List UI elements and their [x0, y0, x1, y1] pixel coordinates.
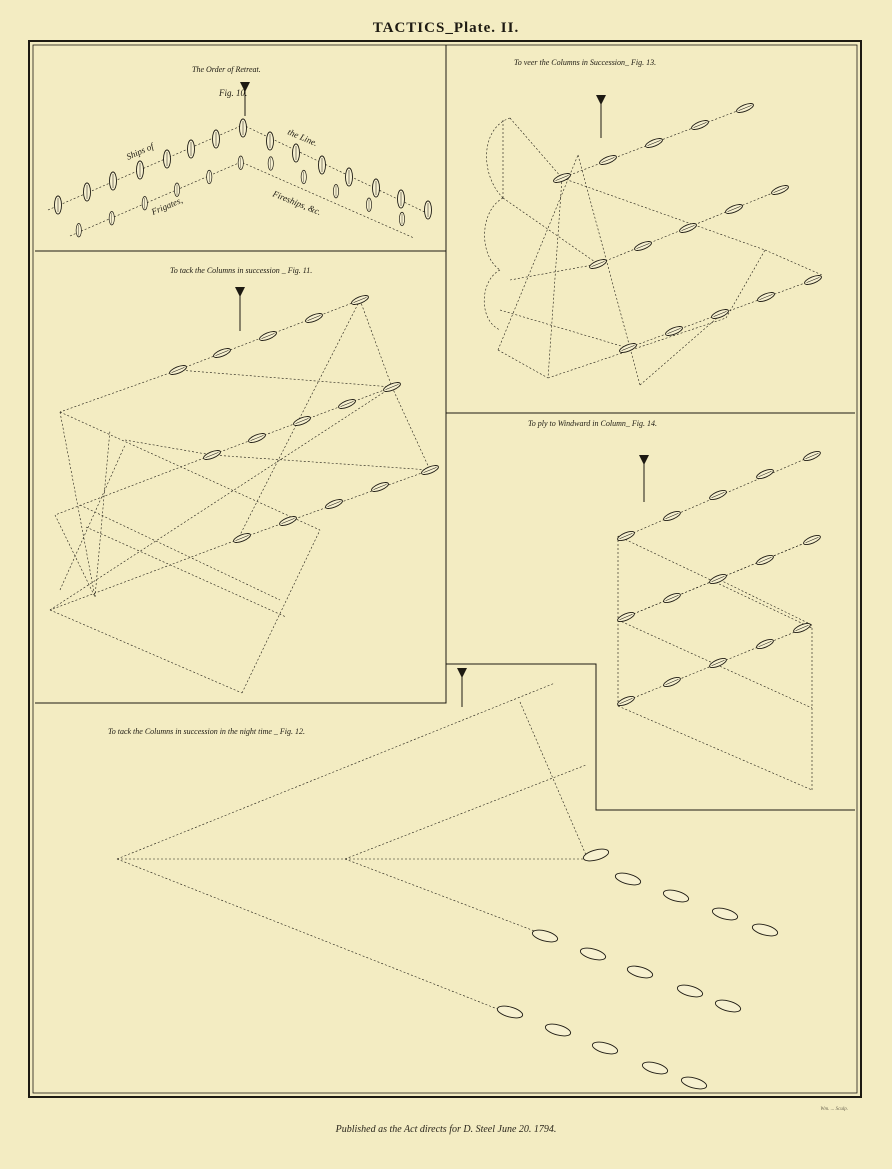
fig14-caption: To ply to Windward in Column_ Fig. 14. [528, 419, 657, 428]
plate-title: TACTICS_Plate. II. [372, 20, 520, 36]
fireships-label: Fireships, &c. [270, 188, 322, 217]
plate-frame-outer [28, 40, 862, 1098]
panel-borders [35, 45, 855, 811]
line-of-battle [47, 124, 432, 216]
fig10-label: Fig. 10. [218, 88, 247, 98]
figure-14-ply-windward: To ply to Windward in Column_ Fig. 14. [528, 419, 822, 791]
wind-arrow [639, 455, 649, 502]
plate-frame-inner [32, 44, 858, 1094]
frigates-label: Frigates, [149, 195, 184, 217]
wind-arrow [596, 95, 606, 138]
figure-10-order-of-retreat: The Order of Retreat. Fig. 10. [47, 65, 432, 239]
fig13-caption: To veer the Columns in Succession_ Fig. … [514, 58, 656, 67]
fig10-caption: The Order of Retreat. [192, 65, 261, 74]
ships-of-label: Ships of [125, 140, 157, 161]
publication-caption: Published as the Act directs for D. Stee… [335, 1124, 557, 1135]
fig11-caption: To tack the Columns in succession _ Fig.… [170, 266, 312, 275]
fig12-caption: To tack the Columns in succession in the… [108, 727, 305, 736]
figure-13-veer-columns: To veer the Columns in Succession_ Fig. … [483, 58, 823, 386]
wind-arrow [457, 668, 467, 707]
wind-arrow [240, 82, 250, 116]
figure-11-tack-columns: To tack the Columns in succession _ Fig.… [49, 266, 440, 694]
frigates-line [69, 161, 415, 239]
the-line-label: the Line. [286, 127, 319, 149]
figure-12-tack-night: To tack the Columns in succession in the… [108, 668, 780, 1092]
engraver-credit: Wm. ... Sculp. [820, 1107, 848, 1112]
wind-arrow [235, 287, 245, 331]
